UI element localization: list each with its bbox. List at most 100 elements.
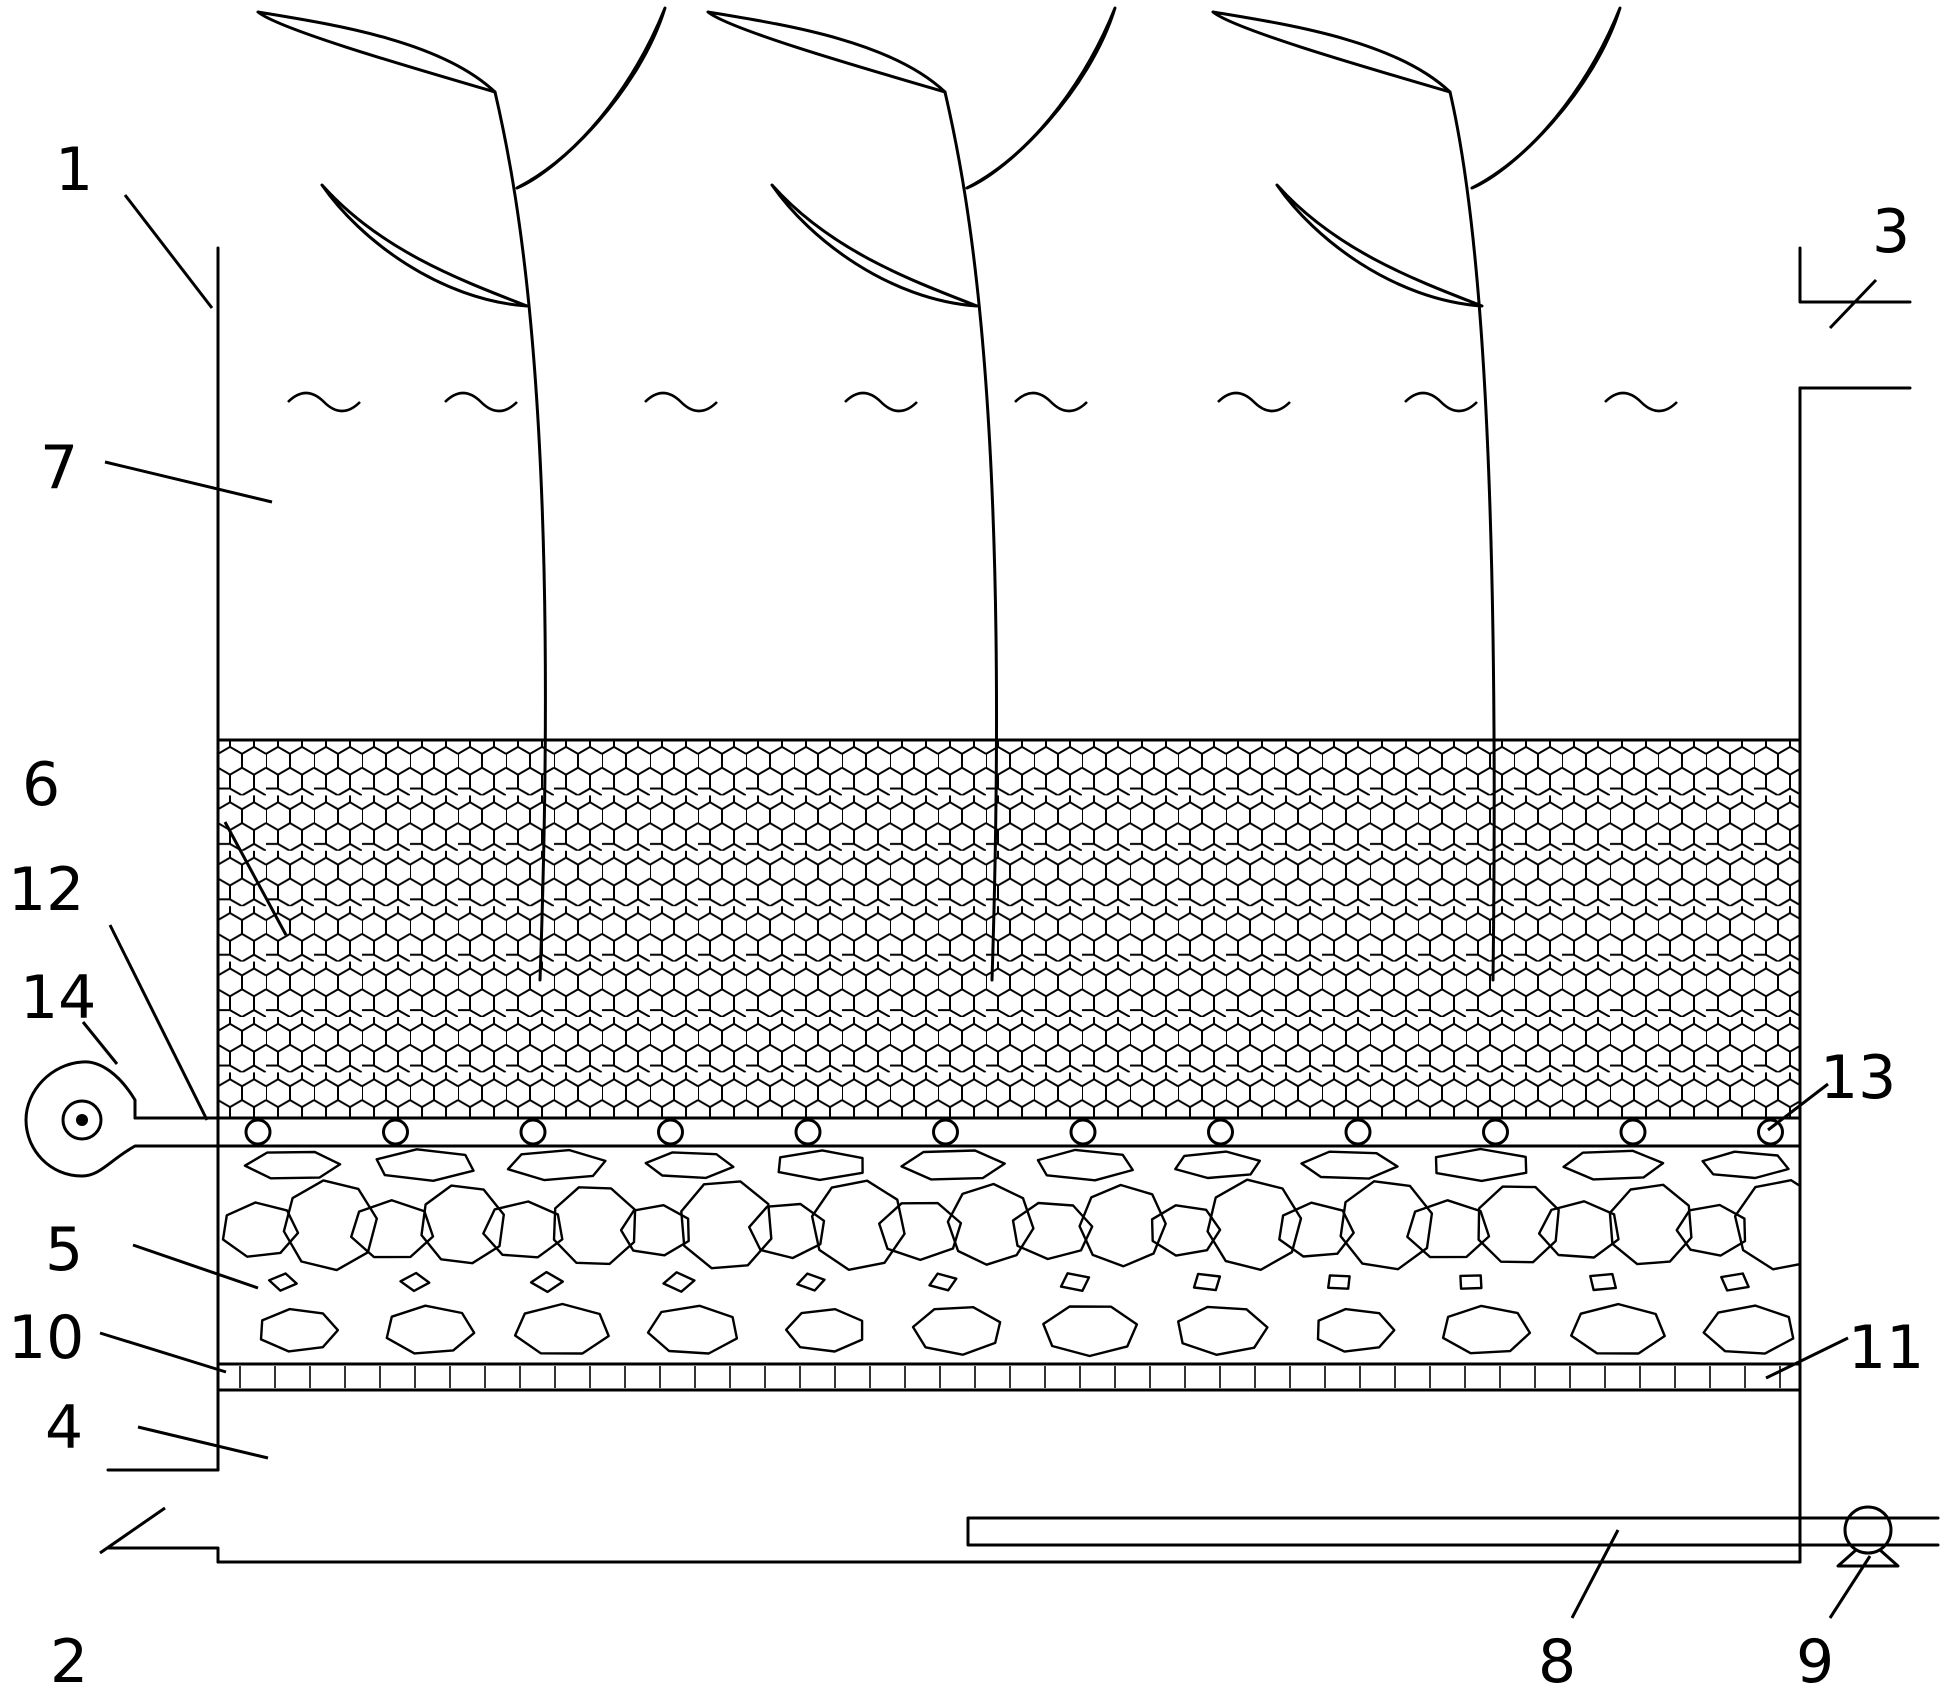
gravel-stone bbox=[911, 1306, 1002, 1356]
gravel-stone bbox=[259, 1307, 340, 1353]
gravel-stone bbox=[784, 1308, 864, 1353]
aerator-8 bbox=[1207, 1118, 1234, 1146]
leader-10 bbox=[99, 1331, 227, 1374]
gravel-stone bbox=[1537, 1200, 1620, 1259]
gravel-stone bbox=[529, 1270, 564, 1294]
gravel-stone bbox=[399, 1271, 431, 1293]
gravel-stone bbox=[385, 1304, 476, 1355]
plant-leaf bbox=[770, 183, 979, 308]
outlet-top-line bbox=[1798, 246, 1912, 304]
wave bbox=[644, 391, 718, 413]
aerator-3 bbox=[519, 1118, 547, 1146]
perforated-plate bbox=[216, 1362, 1802, 1392]
gravel-stone bbox=[1459, 1274, 1483, 1290]
part-labels: 1 2 3 4 5 6 7 8 9 10 11 12 13 14 bbox=[8, 135, 1924, 1696]
gravel-stone bbox=[1720, 1272, 1750, 1292]
wave bbox=[1404, 391, 1478, 413]
gravel-stone bbox=[1570, 1302, 1666, 1355]
gravel-stone bbox=[1608, 1183, 1693, 1266]
label-4: 4 bbox=[45, 1393, 83, 1463]
gravel-stone bbox=[796, 1272, 826, 1292]
leader-5 bbox=[132, 1243, 259, 1290]
gravel-stone bbox=[267, 1272, 298, 1292]
gravel-stone bbox=[1675, 1203, 1747, 1257]
water-surface bbox=[287, 391, 1678, 413]
aerator-4 bbox=[657, 1118, 684, 1146]
leader-4 bbox=[137, 1425, 269, 1460]
gravel-stone bbox=[1434, 1147, 1528, 1183]
gravel-stone bbox=[350, 1199, 435, 1259]
label-5: 5 bbox=[45, 1215, 83, 1285]
gravel-stone bbox=[680, 1180, 773, 1270]
label-6: 6 bbox=[22, 750, 60, 820]
label-13: 13 bbox=[1820, 1043, 1896, 1113]
aerator-7 bbox=[1069, 1118, 1097, 1146]
wave bbox=[444, 391, 518, 413]
gravel-stone bbox=[928, 1272, 958, 1292]
gravel-stone bbox=[221, 1201, 300, 1258]
plant-leaf bbox=[320, 183, 529, 308]
gravel-stone bbox=[1701, 1150, 1790, 1180]
gravel-layer bbox=[221, 1147, 1800, 1358]
plant-leaf bbox=[1275, 183, 1484, 308]
gravel-stone bbox=[619, 1204, 690, 1257]
aerator-5 bbox=[794, 1118, 822, 1146]
leader-1 bbox=[123, 194, 214, 309]
gravel-stone bbox=[1078, 1183, 1167, 1268]
gravel-stone bbox=[748, 1202, 826, 1260]
plant-leaf bbox=[965, 6, 1117, 190]
leader-lines bbox=[81, 194, 1878, 1619]
gravel-stone bbox=[1589, 1272, 1617, 1292]
leader-9 bbox=[1828, 1555, 1872, 1619]
gravel-stone bbox=[644, 1151, 735, 1180]
aerator-row bbox=[244, 1118, 1784, 1146]
label-3: 3 bbox=[1872, 197, 1910, 267]
gravel-stone bbox=[1192, 1272, 1222, 1292]
leader-11 bbox=[1765, 1336, 1849, 1380]
gravel-stone bbox=[1174, 1150, 1261, 1180]
gravel-stone bbox=[1278, 1201, 1355, 1258]
gravel-stone bbox=[1059, 1272, 1091, 1292]
pump-body bbox=[1843, 1505, 1893, 1555]
gravel-stone bbox=[1150, 1204, 1222, 1257]
gravel-stone bbox=[1441, 1304, 1532, 1355]
label-7: 7 bbox=[40, 433, 78, 503]
gravel-stone bbox=[552, 1186, 637, 1266]
gravel-stone bbox=[1316, 1307, 1396, 1353]
wave bbox=[287, 391, 361, 413]
gravel-stone bbox=[1300, 1150, 1399, 1180]
hexagonal-media-layer bbox=[216, 738, 1802, 1118]
plant-leaf bbox=[515, 6, 667, 190]
label-2: 2 bbox=[50, 1627, 88, 1696]
gravel-stone bbox=[1562, 1149, 1665, 1181]
label-8: 8 bbox=[1538, 1627, 1576, 1696]
pump-base bbox=[1836, 1548, 1900, 1568]
gravel-stone bbox=[1206, 1178, 1303, 1271]
plant-leaf bbox=[1470, 6, 1622, 190]
plate-holes bbox=[239, 1366, 1781, 1388]
wave bbox=[1217, 391, 1291, 413]
gravel-stone bbox=[1339, 1180, 1434, 1271]
wave bbox=[1604, 391, 1678, 413]
gravel-stone bbox=[946, 1182, 1035, 1266]
label-12: 12 bbox=[8, 855, 84, 925]
gravel-stone bbox=[878, 1201, 963, 1262]
aerator-9 bbox=[1344, 1118, 1372, 1146]
blower-housing bbox=[24, 1060, 177, 1178]
gravel-stone bbox=[506, 1148, 607, 1182]
gravel-stone bbox=[1177, 1305, 1269, 1356]
gravel-stone bbox=[1011, 1201, 1094, 1261]
aerator-2 bbox=[382, 1118, 409, 1146]
gravel-stone bbox=[375, 1148, 475, 1182]
leader-13 bbox=[1767, 1082, 1829, 1132]
drain-pipe-body bbox=[966, 1516, 1940, 1547]
gravel-stone bbox=[1406, 1199, 1491, 1259]
hex-fill bbox=[218, 740, 1800, 1118]
leader-2 bbox=[99, 1506, 166, 1555]
gravel-stone bbox=[243, 1150, 342, 1180]
label-11: 11 bbox=[1848, 1313, 1924, 1383]
gravel-stone bbox=[482, 1200, 564, 1259]
gravel-stone bbox=[900, 1149, 1006, 1181]
plant-leaf bbox=[706, 10, 947, 94]
